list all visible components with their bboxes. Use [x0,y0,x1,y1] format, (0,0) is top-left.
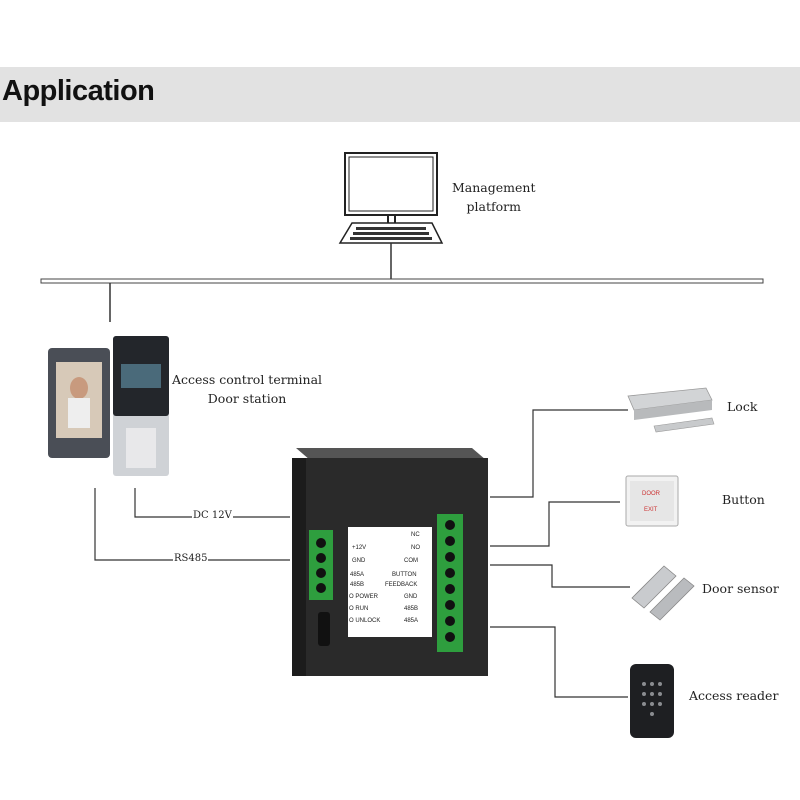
lock-label: Lock [727,399,758,414]
lock-wire [490,409,628,498]
access-reader-wire [490,626,628,698]
exit-button-bottom-text: EXIT [644,507,658,513]
management-platform-label: Management platform [452,180,536,214]
panel-left-label: O RUN [349,606,369,612]
panel-right-label: FEEDBACK [385,582,418,588]
dc12v-label: DC 12V [192,510,233,521]
panel-left-label: 485A [350,572,365,578]
door-station-icon [113,336,169,476]
panel-left-label: GND [352,558,366,564]
button-label: Button [722,492,765,507]
panel-left-label: O UNLOCK [349,618,381,624]
panel-left-label: O POWER [349,594,379,600]
panel-right-label: COM [404,558,418,564]
panel-right-label: 485A [404,618,419,624]
keyboard-keys [350,227,432,240]
section-header: Application [0,67,800,122]
button-wire [490,501,620,547]
access-control-terminal-icon [48,348,110,458]
rs485-label: RS485 [173,553,209,564]
access-reader-icon [630,664,674,738]
panel-right-label: BUTTON [392,572,417,578]
panel-right-label: GND [404,594,418,600]
panel-left-label: 485B [350,582,365,588]
panel-right-label: 485B [404,606,419,612]
computer-icon [338,152,444,244]
panel-right-label: NO [411,545,420,551]
panel-right-label: NC [411,532,420,538]
magnetic-lock-icon [627,387,715,433]
network-bus [40,278,764,284]
panel-left-label: +12V [352,545,367,551]
exit-button-icon [625,475,679,527]
controller-box [292,448,488,676]
exit-button-top-text: DOOR [642,491,660,497]
access-reader-label: Access reader [689,688,779,703]
rs485-wire [94,488,290,561]
section-title: Application [2,75,155,107]
door-sensor-wire [490,564,630,588]
door-sensor-label: Door sensor [702,581,779,596]
dc12v-wire [134,488,290,518]
terminal-label: Access control terminal Door station [172,372,323,406]
door-sensor-icon [631,565,695,621]
